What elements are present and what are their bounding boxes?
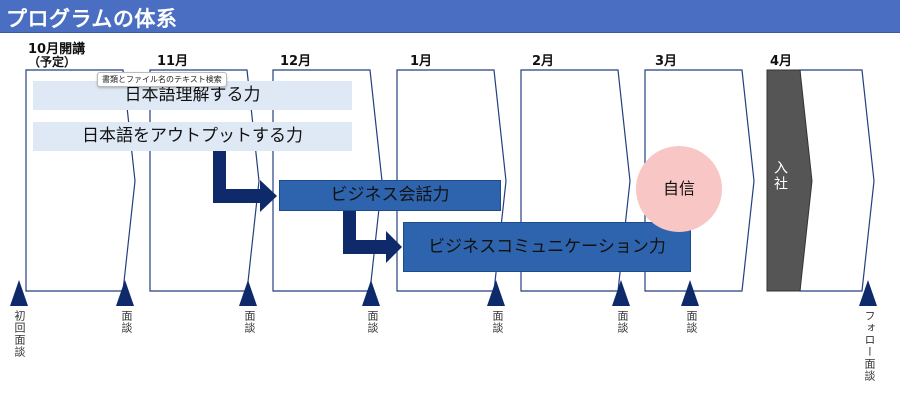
page-title: プログラムの体系 [6,7,178,31]
interview-label-1: 面談 [120,310,133,334]
month-label-feb: 2月 [532,54,555,69]
month-label-jan: 1月 [410,54,433,69]
interview-label-2: 面談 [243,310,256,334]
skill-business-talk: ビジネス会話力 [279,180,501,211]
header-bar: プログラムの体系 [0,0,900,33]
arrow-to-business-talk [213,151,277,212]
joining-label: 入社 [772,160,788,192]
month-label-apr: 4月 [770,54,793,69]
arrow-to-business-comm [343,206,402,263]
search-tooltip: 書類とファイル名のテキスト検索 [97,72,227,87]
month-block-apr [766,69,813,292]
interview-label-4: 面談 [491,310,504,334]
month-label-mar: 3月 [655,54,678,69]
interview-label-6: 面談 [685,310,698,334]
interview-label-5: 面談 [616,310,629,334]
interview-marker-6 [681,280,699,306]
confidence-circle: 自信 [636,146,722,232]
interview-marker-2 [239,280,257,306]
interview-label-3: 面談 [366,310,379,334]
interview-label-follow: フォロー面談 [863,310,876,382]
interview-label-first: 初回面談 [13,310,26,358]
interview-marker-3 [362,280,380,306]
month-label-dec: 12月 [280,54,312,69]
month-label-oct: 10月開講 [28,42,86,57]
skill-output: 日本語をアウトプットする力 [33,122,352,151]
month-label-oct-note: （予定） [28,55,77,69]
interview-marker-follow [859,280,877,306]
interview-marker-5 [612,280,630,306]
interview-marker-4 [487,280,505,306]
month-label-nov: 11月 [157,54,189,69]
interview-marker-1 [116,280,134,306]
interview-marker-first [10,280,28,306]
skill-business-comm: ビジネスコミュニケーション力 [403,222,691,272]
